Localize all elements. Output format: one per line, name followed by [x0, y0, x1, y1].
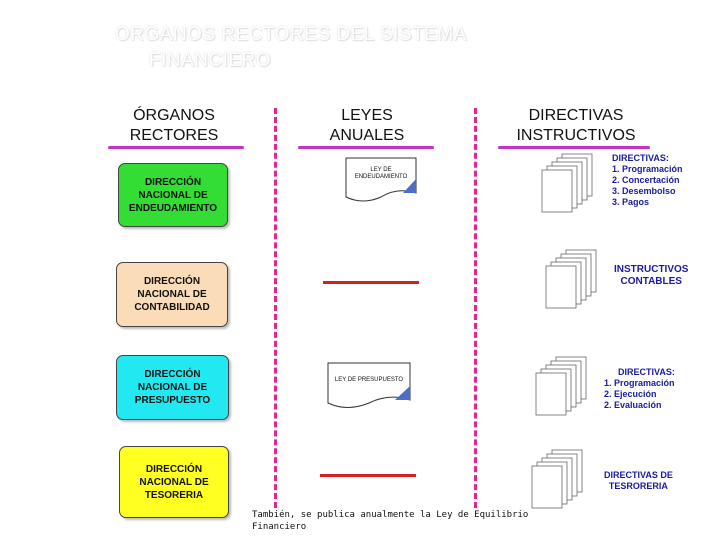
organ-tesoreria-line2: NACIONAL DE [139, 476, 209, 488]
directives-note-4: DIRECTIVAS DE TESRORERIA [604, 470, 673, 492]
organos-underline [108, 146, 244, 149]
organ-endeudamiento-line3: ENDEUDAMIENTO [128, 202, 218, 214]
column-header-directivas: DIRECTIVAS INSTRUCTIVOS [498, 106, 654, 146]
column-divider-right [474, 108, 477, 508]
directives-3-item-2: 2. Ejecución [604, 389, 657, 399]
organ-contabilidad-line2: NACIONAL DE [137, 289, 207, 300]
directives-3-item-3: 2. Evaluación [604, 400, 662, 410]
law-label-endeudamiento: LEY DE ENDEUDAMIENTO [348, 167, 414, 181]
directivas-underline [498, 146, 650, 149]
law-endeudamiento-line2: ENDEUDAMIENTO [354, 174, 408, 180]
directives-3-item-1: 1. Programación [604, 378, 675, 388]
organ-presupuesto-line3: PRESUPUESTO [134, 395, 211, 406]
law-presupuesto-line1: LEY DE PRESUPUESTO [334, 377, 404, 383]
column-header-leyes-line2: ANUALES [329, 127, 405, 144]
organ-box-presupuesto: DIRECCIÓN NACIONAL DE PRESUPUESTO [116, 355, 229, 420]
law-document-icon-presupuesto [327, 362, 411, 410]
directives-2-header-line1: INSTRUCTIVOS [614, 264, 689, 275]
organ-tesoreria-line1: DIRECCIÓN [145, 463, 203, 475]
column-divider-left [274, 108, 277, 508]
no-law-line-tesoreria [320, 474, 416, 477]
page-title: ORGANOS RECTORES DEL SISTEMA FINANCIERO [115, 22, 575, 74]
directives-1-item-3: 3. Desembolso [612, 186, 676, 196]
footer-note: También, se publica anualmente la Ley de… [252, 509, 582, 533]
organ-contabilidad-line1: DIRECCIÓN [143, 276, 201, 287]
column-header-organos-line2: RECTORES [129, 127, 219, 144]
column-header-leyes: LEYES ANUALES [300, 106, 434, 146]
directives-2-header-line2: CONTABLES [620, 276, 682, 287]
directives-1-item-2: 2. Concertación [612, 175, 680, 185]
directives-1-item-1: 1. Programación [612, 164, 683, 174]
organ-endeudamiento-line1: DIRECCIÓN [144, 176, 202, 188]
column-header-leyes-line1: LEYES [341, 107, 393, 124]
organ-box-contabilidad: DIRECCIÓN NACIONAL DE CONTABILIDAD [116, 262, 228, 327]
column-header-directivas-line1: DIRECTIVAS [528, 107, 624, 124]
column-header-directivas-line2: INSTRUCTIVOS [516, 127, 636, 144]
directives-4-header-line1: DIRECTIVAS DE [604, 470, 673, 480]
document-stack-icon-2 [544, 248, 606, 315]
organ-contabilidad-line3: CONTABILIDAD [134, 302, 210, 313]
title-line-1: ORGANOS RECTORES DEL SISTEMA [115, 24, 467, 45]
document-stack-icon-3 [534, 355, 596, 422]
law-document-icon-endeudamiento [345, 157, 417, 205]
directives-note-1: DIRECTIVAS: 1. Programación 2. Concertac… [612, 153, 683, 208]
directives-note-3: DIRECTIVAS: 1. Programación 2. Ejecución… [604, 367, 675, 411]
footer-note-line1: También, se publica anualmente la Ley de… [252, 510, 529, 520]
document-stack-icon-4 [530, 448, 592, 515]
directives-1-item-4: 3. Pagos [612, 197, 650, 207]
footer-note-line2: Financiero [252, 522, 307, 532]
organ-presupuesto-line2: NACIONAL DE [137, 382, 208, 393]
organ-box-endeudamiento: DIRECCIÓN NACIONAL DE ENDEUDAMIENTO [118, 163, 228, 227]
organ-endeudamiento-line2: NACIONAL DE [138, 189, 208, 201]
title-line-2: FINANCIERO [149, 50, 272, 71]
leyes-underline [298, 146, 434, 149]
directives-1-header: DIRECTIVAS: [612, 153, 669, 163]
directives-3-header: DIRECTIVAS: [618, 367, 675, 377]
law-label-presupuesto: LEY DE PRESUPUESTO [329, 377, 409, 384]
law-endeudamiento-line1: LEY DE [370, 167, 392, 173]
organ-presupuesto-line1: DIRECCIÓN [144, 369, 201, 380]
organ-box-tesoreria: DIRECCIÓN NACIONAL DE TESORERIA [119, 446, 229, 518]
column-header-organos: ÓRGANOS RECTORES [108, 106, 240, 146]
directives-note-2: INSTRUCTIVOS CONTABLES [614, 264, 688, 288]
column-header-organos-line1: ÓRGANOS [133, 107, 215, 124]
organ-tesoreria-line3: TESORERIA [144, 489, 204, 501]
no-law-line-contabilidad [323, 281, 419, 284]
directives-4-header-line2: TESRORERIA [608, 481, 668, 491]
document-stack-icon-1 [540, 152, 602, 219]
